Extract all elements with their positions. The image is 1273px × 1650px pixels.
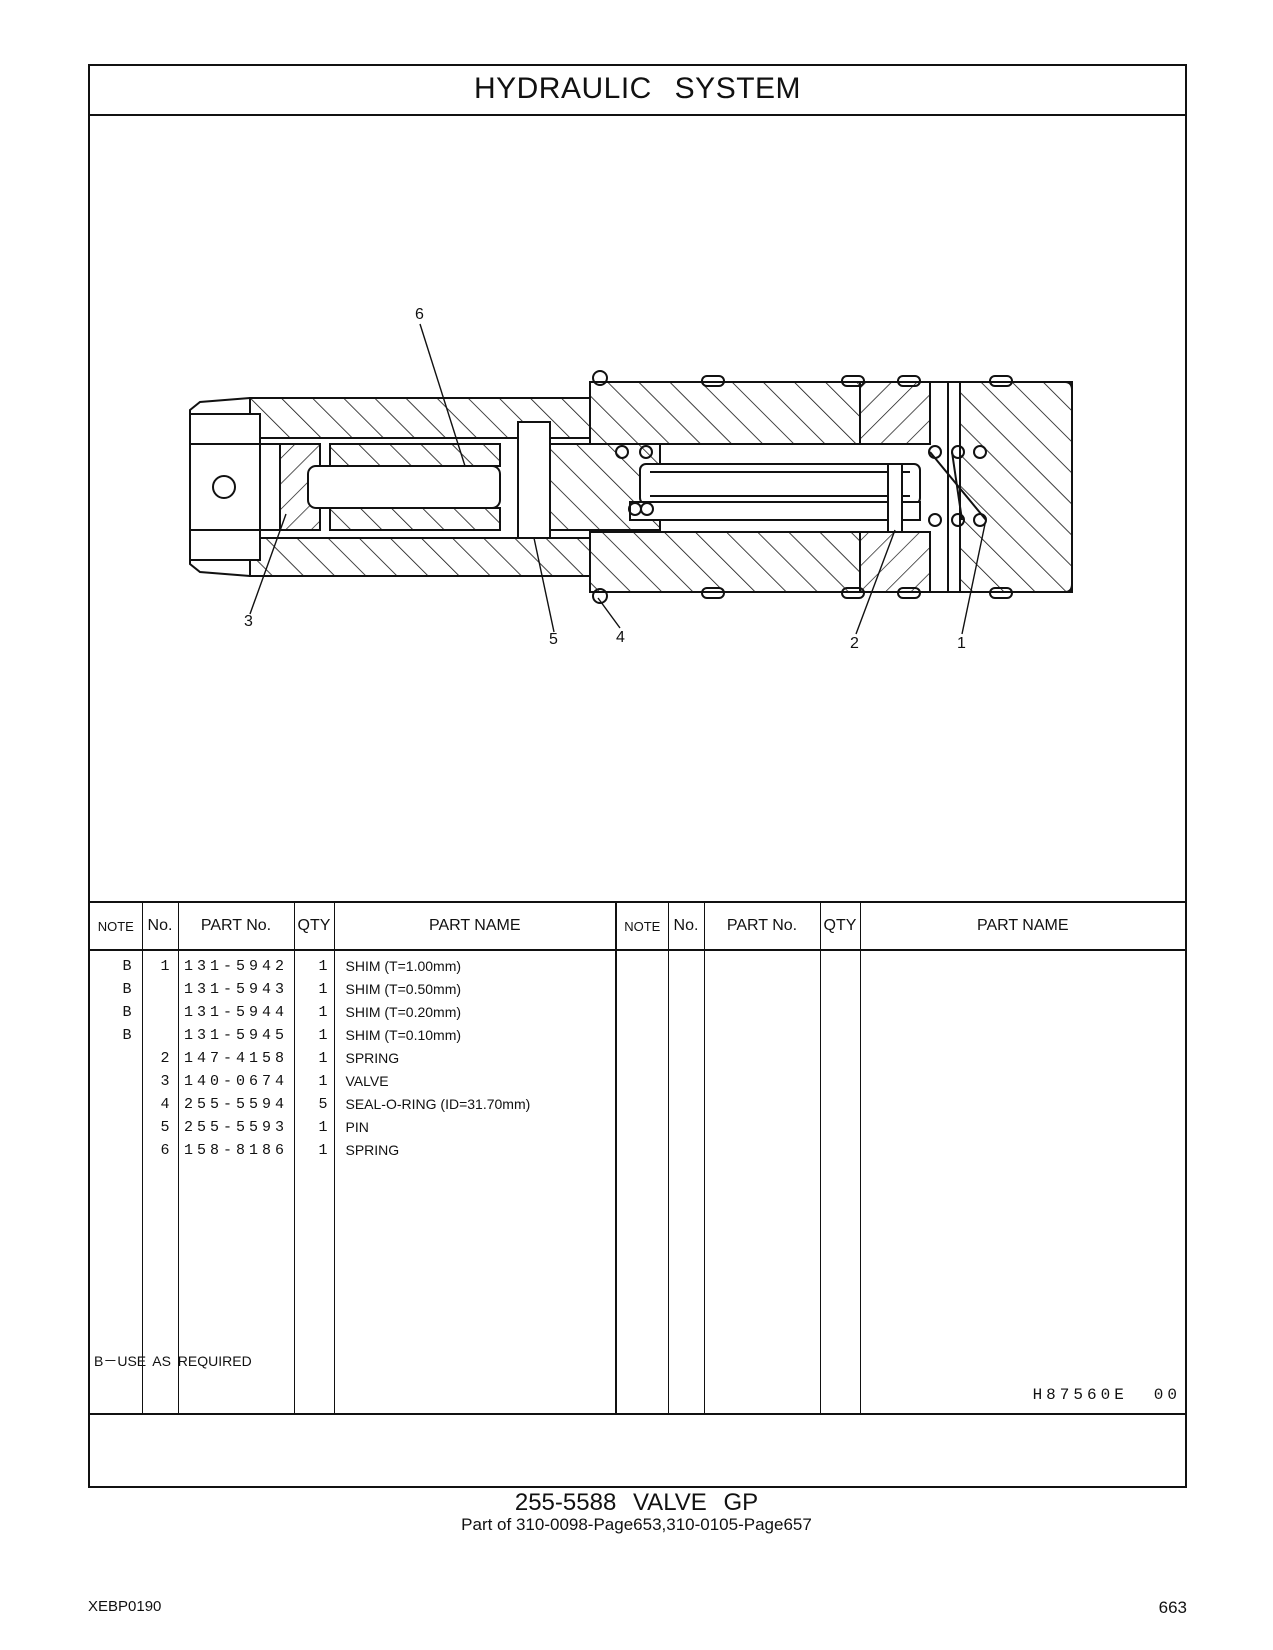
- part-no-column-2: [703, 950, 820, 1415]
- qty-cell: 1: [318, 958, 328, 975]
- note-cell: [90, 1047, 142, 1070]
- callout-4: 4: [616, 629, 625, 646]
- drawing-code-id: H87560E: [1032, 1386, 1128, 1404]
- part-name-column-2: [859, 950, 1185, 1415]
- footnote: B－USE AS REQUIRED: [94, 1353, 252, 1369]
- drawing-revision: 00: [1153, 1386, 1181, 1404]
- part-no-column: 131-5942 131-5943 131-5944 131-5945 147-…: [177, 950, 294, 1415]
- part-name-cell: SPRING: [345, 1142, 400, 1158]
- group-title: 255-5588 VALVE GP: [514, 1489, 759, 1516]
- qty-cell: 1: [318, 1073, 328, 1090]
- part-no-cell: 147-4158: [183, 1050, 288, 1067]
- note-cell: B: [122, 981, 132, 998]
- item-no-cell: [143, 1001, 178, 1024]
- part-no-cell: 255-5594: [183, 1096, 288, 1113]
- part-name-cell: VALVE: [345, 1073, 389, 1089]
- part-no-cell: 158-8186: [183, 1142, 288, 1159]
- col-header-qty-2: QTY: [819, 901, 860, 951]
- qty-column: 1 1 1 1 1 1 5 1 1: [293, 950, 334, 1415]
- part-name-column: SHIM (T=1.00mm) SHIM (T=0.50mm) SHIM (T=…: [333, 950, 616, 1415]
- part-name-cell: SEAL-O-RING (ID=31.70mm): [345, 1096, 531, 1112]
- col-header-no-2: No.: [667, 901, 704, 951]
- note-cell: [90, 1070, 142, 1093]
- callout-3: 3: [244, 613, 253, 630]
- qty-cell: 1: [318, 1119, 328, 1136]
- note-cell: [90, 1093, 142, 1116]
- part-no-cell: 131-5945: [183, 1027, 288, 1044]
- valve-body: [189, 370, 1073, 604]
- valve-cross-section-drawing: 6 3 5 4 2 1: [90, 114, 1185, 901]
- item-no-cell: 2: [160, 1050, 170, 1067]
- item-no-cell: 1: [160, 958, 170, 975]
- group-subtitle: Part of 310-0098-Page653,310-0105-Page65…: [461, 1515, 812, 1534]
- qty-cell: 1: [318, 1142, 328, 1159]
- item-no-column: 1 2 3 4 5 6: [141, 950, 178, 1415]
- item-no-cell: 3: [160, 1073, 170, 1090]
- part-no-cell: 255-5593: [183, 1119, 288, 1136]
- callout-1: 1: [957, 635, 966, 652]
- section-title: HYDRAULIC SYSTEM: [90, 66, 1185, 116]
- item-no-cell: 5: [160, 1119, 170, 1136]
- note-cell: [90, 1116, 142, 1139]
- part-name-cell: SHIM (T=0.50mm): [345, 981, 462, 997]
- part-no-cell: 131-5942: [183, 958, 288, 975]
- col-header-no: No.: [141, 901, 178, 951]
- part-no-cell: 131-5944: [183, 1004, 288, 1021]
- parts-table: NOTE No. PART No. QTY PART NAME NOTE No.…: [90, 901, 1185, 1415]
- col-header-part-name-2: PART NAME: [859, 901, 1185, 951]
- part-name-cell: SPRING: [345, 1050, 400, 1066]
- note-cell: B: [122, 1027, 132, 1044]
- part-no-cell: 131-5943: [183, 981, 288, 998]
- part-name-cell: SHIM (T=0.10mm): [345, 1027, 462, 1043]
- callout-2: 2: [850, 635, 859, 652]
- callout-6: 6: [415, 306, 424, 323]
- item-no-cell: [143, 1024, 178, 1047]
- valve-drawing-svg: 6 3 5 4 2 1: [189, 306, 1073, 652]
- callout-5: 5: [549, 631, 558, 648]
- item-no-cell: 4: [160, 1096, 170, 1113]
- item-no-cell: 6: [160, 1142, 170, 1159]
- col-header-part-no: PART No.: [177, 901, 294, 951]
- col-header-part-no-2: PART No.: [703, 901, 820, 951]
- note-cell: [90, 1139, 142, 1162]
- qty-cell: 1: [318, 1004, 328, 1021]
- note-column: B B B B: [90, 950, 142, 1415]
- page-number: 663: [1158, 1598, 1187, 1617]
- col-header-qty: QTY: [293, 901, 334, 951]
- page-frame: HYDRAULIC SYSTEM: [88, 64, 1187, 1488]
- part-name-cell: SHIM (T=1.00mm): [345, 958, 462, 974]
- drawing-code: H87560E 00: [1033, 1386, 1181, 1404]
- part-no-cell: 140-0674: [183, 1073, 288, 1090]
- qty-column-2: [819, 950, 860, 1415]
- col-header-note: NOTE: [90, 901, 142, 951]
- note-cell: B: [122, 958, 132, 975]
- part-name-cell: SHIM (T=0.20mm): [345, 1004, 462, 1020]
- callout-leaders: [249, 323, 986, 635]
- qty-cell: 1: [318, 1050, 328, 1067]
- col-header-part-name: PART NAME: [333, 901, 616, 951]
- note-cell: B: [122, 1004, 132, 1021]
- col-header-note-2: NOTE: [615, 901, 668, 951]
- document-id: XEBP0190: [88, 1598, 162, 1615]
- qty-cell: 1: [318, 981, 328, 998]
- qty-cell: 1: [318, 1027, 328, 1044]
- table-body-row: B B B B 1 2 3 4: [90, 950, 1185, 1415]
- part-name-cell: PIN: [345, 1119, 369, 1135]
- note-column-2: [615, 950, 668, 1415]
- table-header-row: NOTE No. PART No. QTY PART NAME NOTE No.…: [90, 901, 1185, 951]
- qty-cell: 5: [318, 1096, 328, 1113]
- item-no-column-2: [667, 950, 704, 1415]
- item-no-cell: [143, 978, 178, 1001]
